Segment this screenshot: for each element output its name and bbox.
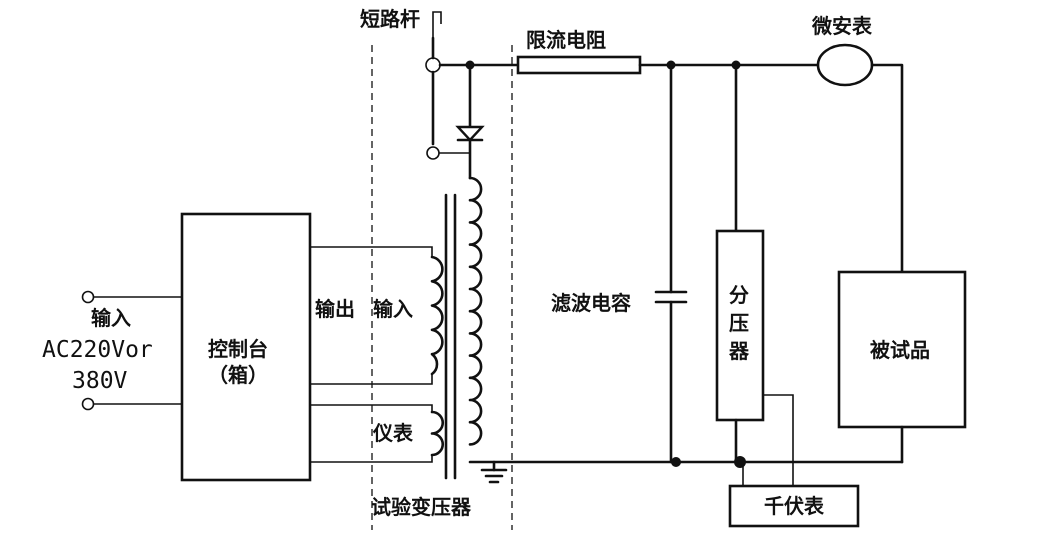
test-object-label: 被试品 [870, 338, 930, 362]
meter-winding [430, 410, 444, 457]
voltage-divider-box [715, 229, 765, 422]
ground-symbol [480, 460, 508, 484]
voltage-divider-label-2: 压 [729, 311, 749, 335]
primary-input-label: 输入 [373, 297, 413, 321]
control-console-label: 控制台 [208, 337, 268, 361]
console-output-leads [310, 246, 433, 385]
current-limit-resistor-label: 限流电阻 [526, 28, 606, 52]
control-console-box [180, 212, 312, 482]
meter-winding-leads [310, 404, 433, 463]
junction-dot [734, 456, 746, 468]
current-limit-resistor [516, 55, 642, 75]
supply-voltage-label-1: AC220Vor [42, 337, 153, 363]
transformer-core [444, 193, 457, 480]
hv-line-right [870, 63, 904, 274]
secondary-winding [468, 176, 483, 446]
input-left-label: 输入 [91, 306, 131, 330]
test-object-box [837, 270, 967, 429]
voltage-divider-label-1: 分 [729, 283, 749, 307]
input-terminals [81, 290, 182, 411]
microammeter-label: 微安表 [811, 14, 873, 38]
meter-winding-label: 仪表 [372, 421, 414, 445]
junction-dot [671, 457, 681, 467]
primary-winding [430, 255, 444, 376]
short-rod-label: 短路杆 [360, 7, 420, 31]
supply-voltage-label-2: 380V [72, 368, 128, 394]
divider-tap-lead [763, 394, 794, 486]
short-circuit-rod [425, 11, 470, 160]
junction-dot [465, 60, 475, 70]
test-transformer-label: 试验变压器 [371, 495, 472, 519]
filter-capacitor [654, 63, 688, 464]
kilovoltmeter-label: 千伏表 [764, 494, 825, 518]
microammeter-symbol [816, 43, 874, 87]
filter-capacitor-label: 滤波电容 [551, 291, 631, 315]
control-console-sublabel: （箱） [208, 363, 268, 387]
output-label: 输出 [315, 297, 355, 321]
kilovoltmeter-box [728, 484, 860, 528]
rectifier-diode [455, 63, 485, 180]
voltage-divider-label-3: 器 [728, 339, 750, 363]
